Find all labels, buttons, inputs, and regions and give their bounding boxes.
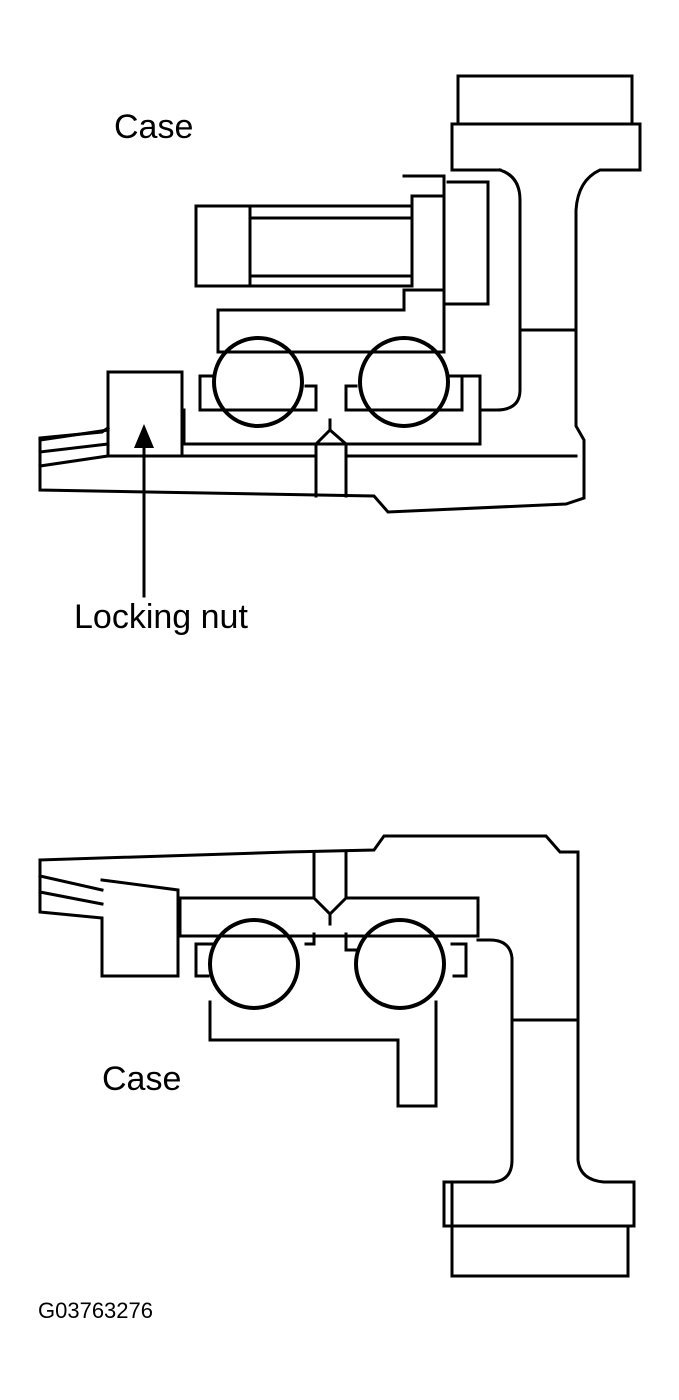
top-center-groove: [313, 418, 349, 458]
bottom-lower-carrier: [208, 1000, 438, 1108]
top-bearing-carrier: [216, 288, 446, 354]
top-assembly: [38, 74, 642, 598]
top-locking-nut: [106, 370, 184, 458]
bottom-center-groove: [311, 895, 349, 926]
bottom-left-seat: [194, 932, 316, 978]
bottom-left-stud: [38, 858, 180, 978]
top-clamp-inner: [248, 204, 414, 288]
top-case-label: Case: [114, 108, 194, 146]
locking-nut-label: Locking nut: [74, 598, 248, 636]
locking-nut-arrow-head: [134, 424, 154, 448]
top-base-plate: [182, 374, 482, 446]
top-clamp-block: [194, 204, 414, 288]
top-left-seat: [198, 374, 318, 412]
bottom-right-bearing-ball: [354, 918, 446, 1010]
bottom-case-label: Case: [102, 1060, 182, 1098]
figure-code: G03763276: [38, 1298, 153, 1323]
top-right-seat: [344, 374, 464, 412]
top-shaft-left: [478, 168, 522, 412]
top-right-bearing-ball: [358, 336, 450, 428]
top-base-lower: [182, 454, 578, 498]
bottom-left-bearing-ball: [208, 918, 300, 1010]
bottom-assembly: [38, 834, 636, 1278]
bottom-housing-outline: [38, 834, 636, 1278]
bottom-right-seat: [344, 932, 468, 978]
top-left-bearing-ball: [212, 336, 304, 428]
top-housing-cap: [38, 74, 642, 514]
top-clamp-right: [402, 174, 490, 306]
top-left-stud: [38, 428, 110, 468]
